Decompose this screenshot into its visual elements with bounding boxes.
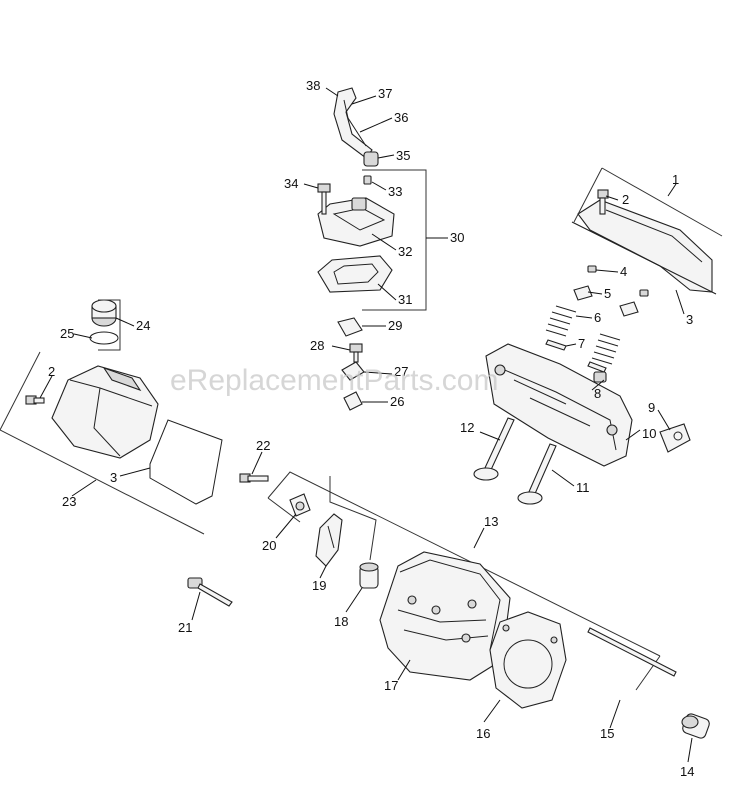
callout-3-right: 3 [686, 312, 693, 327]
callout-6: 6 [594, 310, 601, 325]
bracket-1 [573, 167, 723, 237]
stud-21 [187, 577, 233, 607]
leader-lines [39, 87, 693, 763]
valve-11 [517, 443, 557, 505]
rocker-bracket-10 [485, 343, 633, 467]
bolt-2-right [597, 189, 609, 215]
callout-2-right: 2 [622, 192, 629, 207]
callout-20: 20 [262, 538, 276, 553]
callout-18: 18 [334, 614, 348, 629]
callout-16: 16 [476, 726, 490, 741]
guide-18 [359, 562, 379, 589]
callout-33: 33 [388, 184, 402, 199]
push-rod-15 [587, 627, 677, 677]
callout-labels: 38 37 36 35 34 33 32 30 31 29 28 27 26 1… [48, 78, 694, 779]
callout-26: 26 [390, 394, 404, 409]
callout-4: 4 [620, 264, 627, 279]
gasket-3-right [571, 221, 717, 295]
head-gasket-16 [489, 611, 567, 709]
callout-30: 30 [450, 230, 464, 245]
valve-12 [473, 417, 515, 481]
clip-26 [343, 391, 363, 411]
bracket-9 [659, 423, 691, 453]
callout-11: 11 [576, 480, 590, 495]
bracket-23 [0, 351, 205, 535]
callout-32: 32 [398, 244, 412, 259]
o-ring-25 [89, 331, 119, 345]
breather-gasket-31 [317, 255, 393, 293]
rocker-assembly-4 [587, 265, 649, 297]
valve-cap-8 [593, 371, 607, 383]
callout-31: 31 [398, 292, 412, 307]
callout-24: 24 [136, 318, 150, 333]
callout-10: 10 [642, 426, 656, 441]
tappet-14 [681, 713, 710, 739]
callout-7: 7 [578, 336, 585, 351]
bracket-13 [267, 471, 661, 691]
breather-tube [333, 87, 373, 159]
push-rod-7 [545, 339, 607, 373]
callout-22: 22 [256, 438, 270, 453]
callout-13: 13 [484, 514, 498, 529]
screw-33 [363, 175, 372, 185]
grommet-35 [363, 151, 379, 167]
callout-29: 29 [388, 318, 402, 333]
bolt-2-left [25, 395, 45, 405]
callout-23: 23 [62, 494, 76, 509]
gasket-3-left [149, 419, 223, 505]
callout-28: 28 [310, 338, 324, 353]
valve-cover-23 [51, 365, 159, 459]
callout-8: 8 [594, 386, 601, 401]
callout-17: 17 [384, 678, 398, 693]
callout-35: 35 [396, 148, 410, 163]
callout-2-left: 2 [48, 364, 55, 379]
callout-25: 25 [60, 326, 74, 341]
breather-cover-32 [317, 197, 395, 247]
reed-29 [337, 317, 363, 337]
callout-38: 38 [306, 78, 320, 93]
watermark: eReplacementParts.com [170, 364, 498, 397]
valve-spring-6 [545, 305, 621, 365]
callout-34: 34 [284, 176, 298, 191]
callout-19: 19 [312, 578, 326, 593]
callout-27: 27 [394, 364, 408, 379]
callout-37: 37 [378, 86, 392, 101]
screw-28 [349, 343, 363, 363]
callout-1: 1 [672, 172, 679, 187]
callout-14: 14 [680, 764, 694, 779]
bolt-22 [239, 473, 269, 483]
bracket-30 [362, 169, 427, 311]
callout-9: 9 [648, 400, 655, 415]
callout-5: 5 [604, 286, 611, 301]
oil-fill-cap-24 [91, 299, 117, 327]
pivot-20 [289, 493, 311, 517]
callout-15: 15 [600, 726, 614, 741]
callout-12: 12 [460, 420, 474, 435]
callout-36: 36 [394, 110, 408, 125]
callout-21: 21 [178, 620, 192, 635]
retainer-5 [573, 285, 639, 317]
callout-3-left: 3 [110, 470, 117, 485]
valve-cover-1 [577, 199, 713, 293]
bracket-24 [98, 299, 121, 351]
rocker-arm-19 [315, 513, 343, 567]
